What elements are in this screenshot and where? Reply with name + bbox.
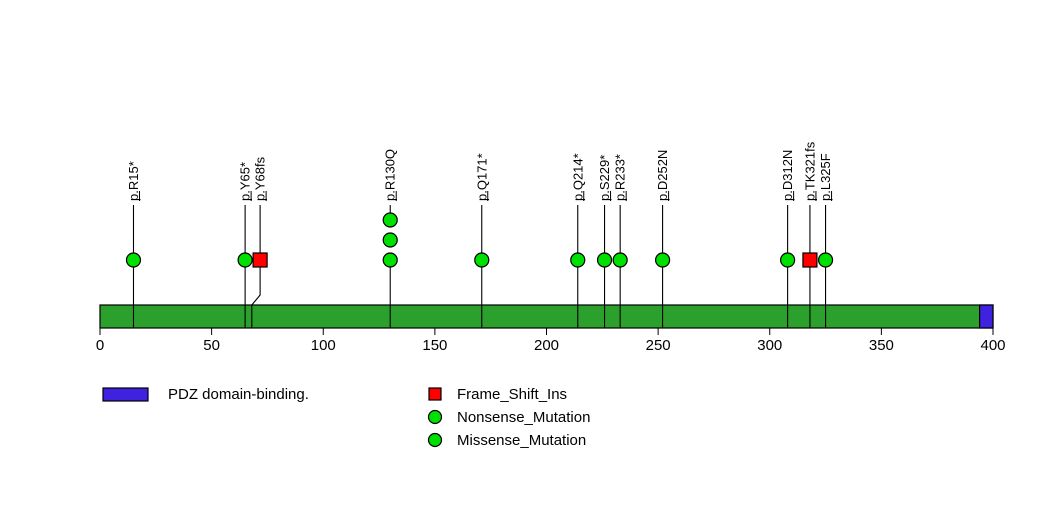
axis-tick-label: 300	[757, 337, 782, 354]
mutation-marker-pD312N[interactable]: p.D312N (Missense_Mutation)	[780, 252, 796, 268]
axis-tick-label: 400	[980, 337, 1005, 354]
legend-marker-missense_mutation[interactable]	[427, 432, 443, 448]
mutation-label-group: p.Y65*	[238, 162, 253, 201]
legend-label-missense_mutation: Missense_Mutation	[457, 432, 586, 449]
mutation-label: p.Q171*	[474, 153, 489, 201]
mutation-marker-pY68fs[interactable]: p.Y68fs (Frame_Shift_Ins)	[252, 252, 268, 268]
mutation-label: p.R130Q	[383, 149, 398, 201]
lollipop-stems-layer	[132, 205, 827, 328]
mutation-labels-layer: p.R15* p.Y65*p.Y68fs p.R130Q p.Q171* p.Q214*…	[126, 141, 833, 201]
axis-tick-label: 350	[869, 337, 894, 354]
protein-domain-0[interactable]: PDZ domain-binding.	[979, 304, 994, 329]
mutation-label-group: p.Y68fs	[253, 156, 268, 201]
lollipop-stem-lower	[251, 267, 261, 328]
mutation-label-group: p.TK321fs	[802, 141, 817, 201]
mutation-marker-pL325F[interactable]: p.L325F (Missense_Mutation)	[817, 252, 834, 268]
legend-label-domain: PDZ domain-binding.	[168, 386, 309, 403]
mutation-marker-pR130Q[interactable]: p.R130Q (Missense_Mutation)	[382, 252, 398, 268]
mutation-marker-pY65[interactable]: p.Y65* (Nonsense_Mutation)	[237, 252, 253, 268]
mutation-label-group: p.D252N	[655, 150, 670, 201]
mutation-marker-pQ214[interactable]: p.Q214* (Nonsense_Mutation)	[570, 252, 586, 268]
axis-tick-label: 100	[311, 337, 336, 354]
axis-tick-label: 0	[96, 337, 104, 354]
mutation-label-group: p.Q214*	[570, 153, 585, 201]
axis-tick-label: 50	[203, 337, 220, 354]
mutation-marker-pD252N[interactable]: p.D252N (Missense_Mutation)	[654, 252, 671, 268]
protein-backbone[interactable]	[99, 304, 994, 329]
axis-tick-label: 200	[534, 337, 559, 354]
mutation-label-group: p.R15*	[126, 161, 141, 201]
mutation-marker-pR130Q[interactable]: p.R130Q (Missense_Mutation)	[382, 232, 398, 248]
mutation-marker-pTK321fs[interactable]: p.TK321fs (Frame_Shift_Ins)	[802, 252, 818, 268]
legend-marker-frame_shift_ins[interactable]	[428, 387, 442, 401]
mutation-marker-pQ171[interactable]: p.Q171* (Nonsense_Mutation)	[474, 252, 490, 268]
mutation-label: p.Y65*	[238, 162, 253, 201]
axis-tick-label: 150	[422, 337, 447, 354]
mutation-marker-pR130Q[interactable]: p.R130Q (Missense_Mutation)	[382, 212, 398, 228]
protein-backbone-group	[99, 304, 994, 329]
mutation-label: p.R233*	[613, 154, 628, 201]
mutation-label: p.L325F	[818, 153, 833, 201]
mutation-label-group: p.D312N	[780, 150, 795, 201]
mutation-label-group: p.R130Q	[383, 149, 398, 201]
mutation-label: p.S229*	[597, 155, 612, 201]
mutation-label: p.Y68fs	[253, 156, 268, 201]
axis-tick-label: 250	[646, 337, 671, 354]
lollipop-markers-layer: p.R15* (Nonsense_Mutation) p.Y65* (Nonsen…	[125, 212, 834, 268]
mutation-label: p.TK321fs	[802, 141, 817, 201]
mutation-label-group: p.L325F	[818, 153, 833, 201]
mutation-marker-pR233[interactable]: p.R233* (Nonsense_Mutation)	[612, 252, 628, 268]
legend-swatch-domain[interactable]	[102, 387, 149, 402]
mutation-label: p.D252N	[655, 150, 670, 201]
mutation-label: p.D312N	[780, 150, 795, 201]
mutation-label-group: p.R233*	[613, 154, 628, 201]
legend-label-nonsense_mutation: Nonsense_Mutation	[457, 409, 590, 426]
legend: PDZ domain-binding. Frame_Shift_InsNonsen…	[102, 386, 590, 449]
mutation-marker-pR15[interactable]: p.R15* (Nonsense_Mutation)	[125, 252, 142, 268]
x-axis: 0 50 100 150 200 250 300 350 400	[96, 327, 1006, 354]
mutation-label-group: p.S229*	[597, 155, 612, 201]
legend-label-frame_shift_ins: Frame_Shift_Ins	[457, 386, 567, 403]
mutation-marker-pS229[interactable]: p.S229* (Nonsense_Mutation)	[596, 252, 613, 268]
mutation-label: p.R15*	[126, 161, 141, 201]
mutation-label-group: p.Q171*	[474, 153, 489, 201]
legend-marker-nonsense_mutation[interactable]	[427, 409, 443, 425]
domain-layer: PDZ domain-binding.	[979, 304, 994, 329]
mutation-label: p.Q214*	[570, 153, 585, 201]
